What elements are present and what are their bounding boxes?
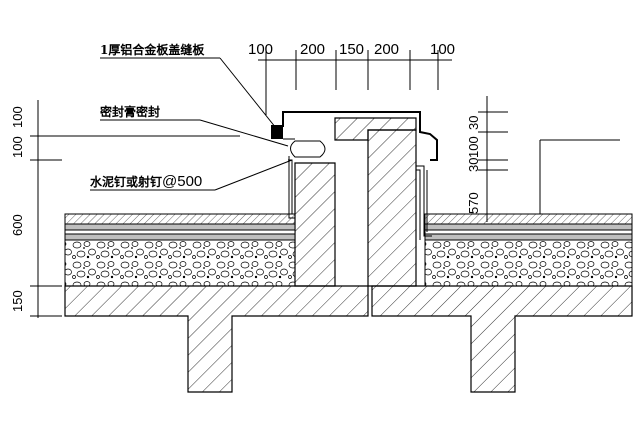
left-dim-4: 150 <box>10 290 25 312</box>
left-membrane-layer <box>64 223 296 231</box>
nails-leader <box>214 159 293 191</box>
cover-plate-seal-block <box>272 127 283 139</box>
right-dim-4: 570 <box>466 192 481 214</box>
top-dim-5: 100 <box>430 41 455 58</box>
right-curb-cap <box>334 117 417 141</box>
top-dim-3: 150 <box>339 41 364 58</box>
right-membrane-layer-2 <box>424 229 633 235</box>
left-slab-and-beam <box>64 285 369 393</box>
right-membrane-upturn <box>416 169 421 240</box>
left-gravel-layer <box>64 239 296 287</box>
right-membrane-layer <box>424 223 633 231</box>
left-membrane-upturn-2 <box>288 156 295 219</box>
nails-note-spacing: @500 <box>162 173 202 190</box>
right-dim-3: 30 <box>466 158 481 172</box>
right-membrane-upturn-2 <box>416 165 432 237</box>
left-dim-1: 100 <box>10 106 25 128</box>
cover-plate-leader <box>219 57 277 129</box>
right-screed-layer <box>424 213 633 225</box>
right-dim-2: 100 <box>466 136 481 158</box>
right-slab-and-beam <box>371 285 633 393</box>
top-dim-2: 200 <box>300 41 325 58</box>
sealant-leader <box>199 119 289 147</box>
left-curb-wall <box>294 162 336 287</box>
right-gravel-layer <box>424 239 633 287</box>
right-membrane-layer-3 <box>424 233 633 241</box>
top-dim-4: 200 <box>374 41 399 58</box>
aluminum-cover-plate <box>271 111 438 161</box>
left-dim-3: 600 <box>10 214 25 236</box>
right-curb-wall <box>367 129 417 287</box>
sealant-note: 密封膏密封 <box>100 104 160 119</box>
cover-plate-note: 1厚铝合金板盖缝板 <box>100 42 205 57</box>
left-membrane-layer-2 <box>64 229 296 235</box>
left-dim-2: 100 <box>10 136 25 158</box>
top-dim-1: 100 <box>248 41 273 58</box>
nails-note-prefix: 水泥钉或射钉 <box>90 174 162 189</box>
left-membrane-layer-3 <box>64 233 296 241</box>
left-screed-layer <box>64 213 296 225</box>
nails-note: 水泥钉或射钉@500 <box>90 173 202 190</box>
sealant-bulb <box>290 140 326 158</box>
left-membrane-upturn <box>288 159 295 215</box>
right-dim-1: 30 <box>466 116 481 130</box>
